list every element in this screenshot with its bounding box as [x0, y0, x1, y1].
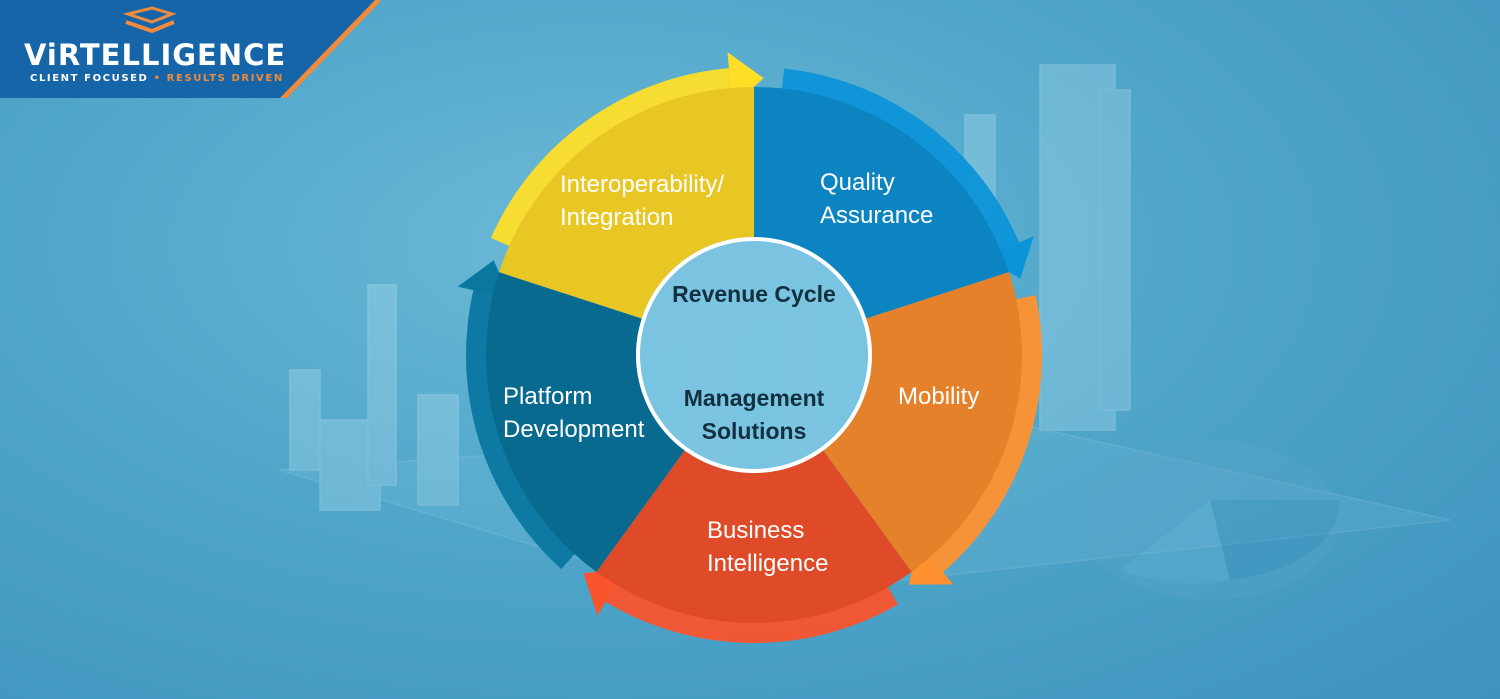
bg-pie-slice [1210, 500, 1341, 580]
logo[interactable]: ViRTELLIGENCE CLIENT FOCUSED • RESULTS D… [0, 0, 380, 98]
segment-label-line: Assurance [820, 202, 934, 229]
segment-label-line: Platform [503, 383, 593, 410]
segment-label-line: Quality [820, 169, 895, 196]
tagline-right: RESULTS DRIVEN [166, 73, 284, 84]
bg-bar [417, 394, 459, 506]
arrow-ring-platform [466, 285, 577, 570]
segment-label-quality: Quality Assurance [820, 166, 933, 232]
hub-title-line1: Revenue Cycle [672, 281, 836, 307]
tagline-left: CLIENT FOCUSED [30, 73, 149, 84]
bg-bar [1099, 89, 1131, 411]
segment-label-line: Intelligence [707, 550, 829, 577]
segment-label-line: Development [503, 416, 645, 443]
segment-bi [596, 450, 912, 623]
segment-label-line: Mobility [898, 383, 980, 410]
bg-pie-base [1080, 440, 1340, 600]
center-hub-border [636, 237, 872, 473]
segment-interop [499, 87, 754, 319]
arrow-ring-quality [781, 68, 1022, 256]
segment-label-line: Integration [560, 204, 674, 231]
segment-label-business-intelligence: Business Intelligence [707, 514, 828, 580]
bg-bar [367, 284, 397, 486]
bg-pie-slice [1120, 500, 1230, 584]
tagline-separator: • [153, 73, 162, 84]
bg-bar [319, 419, 381, 511]
bg-bar [289, 369, 321, 471]
logo-tagline: CLIENT FOCUSED • RESULTS DRIVEN [30, 73, 284, 84]
arrow-ring-bi [601, 580, 898, 644]
segment-label-platform: Platform Development [503, 380, 644, 446]
segment-platform [486, 272, 685, 572]
logo-mark-icon [122, 6, 177, 34]
bg-bar [1039, 64, 1116, 431]
segment-label-line: Business [707, 517, 805, 544]
logo-name: ViRTELLIGENCE [24, 38, 287, 72]
arrow-ring-mobility [924, 295, 1042, 576]
bg-pie [1080, 440, 1341, 600]
arrow-ring-interop [490, 67, 736, 247]
segment-mobility [823, 272, 1022, 572]
segment-label-line: Interoperability/ [560, 171, 725, 198]
segment-quality [754, 87, 1009, 319]
center-hub [638, 239, 870, 471]
hub-title-line3: Solutions [701, 418, 807, 444]
segment-label-mobility: Mobility [898, 380, 979, 413]
hub-title-line2: Management [683, 385, 825, 411]
arrowhead-quality [984, 236, 1034, 279]
logo-banner [0, 0, 380, 98]
segment-label-interoperability: Interoperability/ Integration [560, 168, 724, 234]
